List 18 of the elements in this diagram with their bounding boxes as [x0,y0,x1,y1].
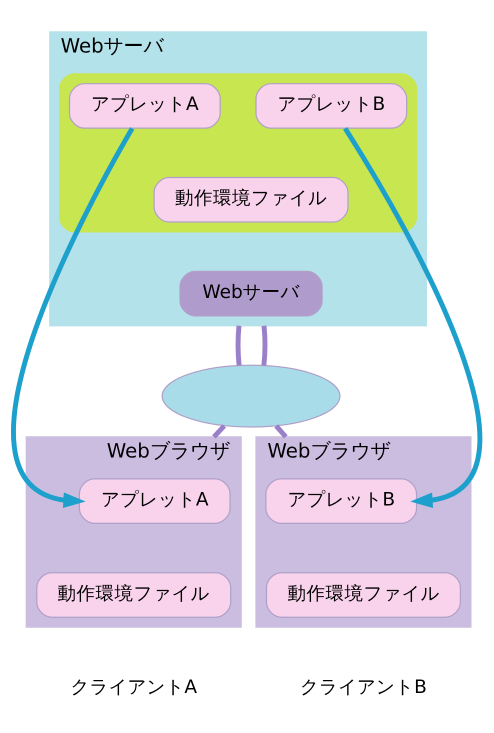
connector [212,424,226,439]
node-box: アプレットA [78,478,231,524]
node-label: クライアントB [300,677,427,698]
node-box: アプレットB [265,478,418,524]
node-box: 動作環境ファイル [153,176,349,223]
arrow [12,127,134,508]
cluster [59,73,418,232]
node-box: 動作環境ファイル [266,572,461,618]
node-box: アプレットA [68,83,221,129]
connector [236,326,242,366]
node-box: アプレットB [255,83,408,129]
node-box: Webサーバ [179,270,323,316]
connector [261,326,268,366]
node-box: 動作環境ファイル [36,572,232,618]
arrow [343,127,482,508]
node-ellipse [162,364,341,428]
node-label: クライアントA [70,677,198,698]
connector [274,424,288,439]
